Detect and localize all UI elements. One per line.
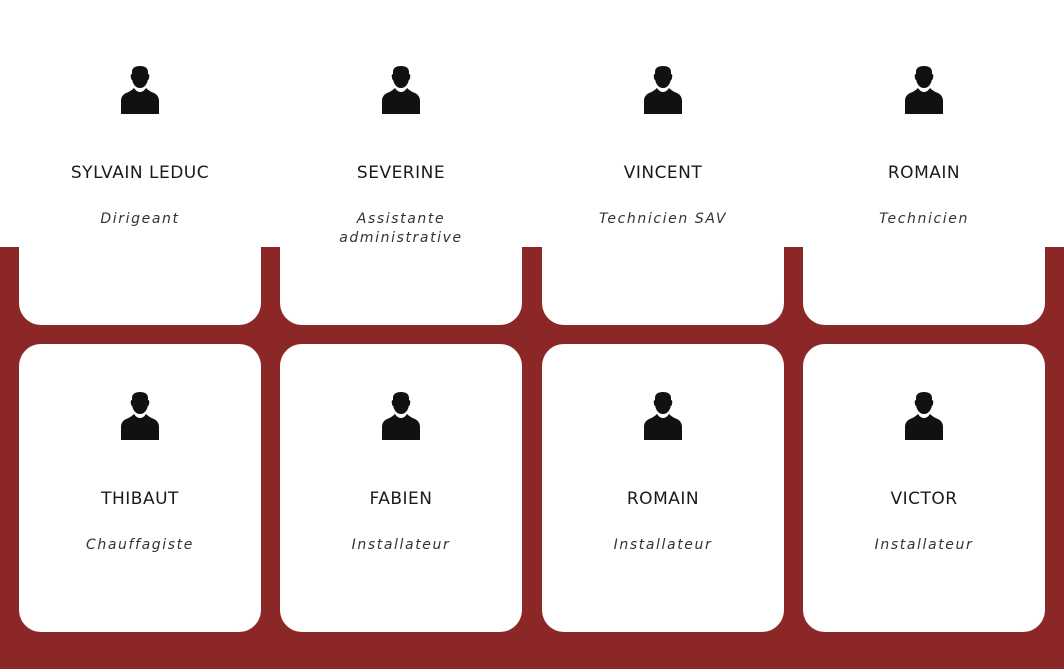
team-member-card: ROMAIN Installateur xyxy=(542,344,784,632)
person-silhouette-icon xyxy=(121,392,159,440)
member-name: FABIEN xyxy=(369,489,433,509)
team-member-card: VICTOR Installateur xyxy=(803,344,1045,632)
person-silhouette-icon xyxy=(905,66,943,114)
team-member-card: ROMAIN Technicien xyxy=(803,0,1045,325)
team-member-card: FABIEN Installateur xyxy=(280,344,522,632)
member-name: SEVERINE xyxy=(356,163,446,183)
member-name: VICTOR xyxy=(890,489,958,509)
member-role: Chauffagiste xyxy=(86,537,194,553)
member-role: Installateur xyxy=(613,537,713,553)
member-role: Installateur xyxy=(351,537,451,553)
member-name: SYLVAIN LEDUC xyxy=(70,163,210,183)
member-role: Assistante administrative xyxy=(339,211,463,246)
member-role: Dirigeant xyxy=(100,211,180,227)
person-silhouette-icon xyxy=(905,392,943,440)
person-silhouette-icon xyxy=(121,66,159,114)
team-member-card: THIBAUT Chauffagiste xyxy=(19,344,261,632)
member-name: THIBAUT xyxy=(101,489,179,509)
member-name: ROMAIN xyxy=(626,489,700,509)
team-member-card: VINCENT Technicien SAV xyxy=(542,0,784,325)
person-silhouette-icon xyxy=(644,392,682,440)
team-member-card: SEVERINE Assistante administrative xyxy=(280,0,522,325)
member-name: VINCENT xyxy=(623,163,703,183)
person-silhouette-icon xyxy=(382,66,420,114)
member-role: Technicien xyxy=(879,211,969,227)
person-silhouette-icon xyxy=(382,392,420,440)
member-name: ROMAIN xyxy=(887,163,961,183)
member-role: Installateur xyxy=(874,537,974,553)
person-silhouette-icon xyxy=(644,66,682,114)
team-member-card: SYLVAIN LEDUC Dirigeant xyxy=(19,0,261,325)
member-role: Technicien SAV xyxy=(598,211,728,227)
